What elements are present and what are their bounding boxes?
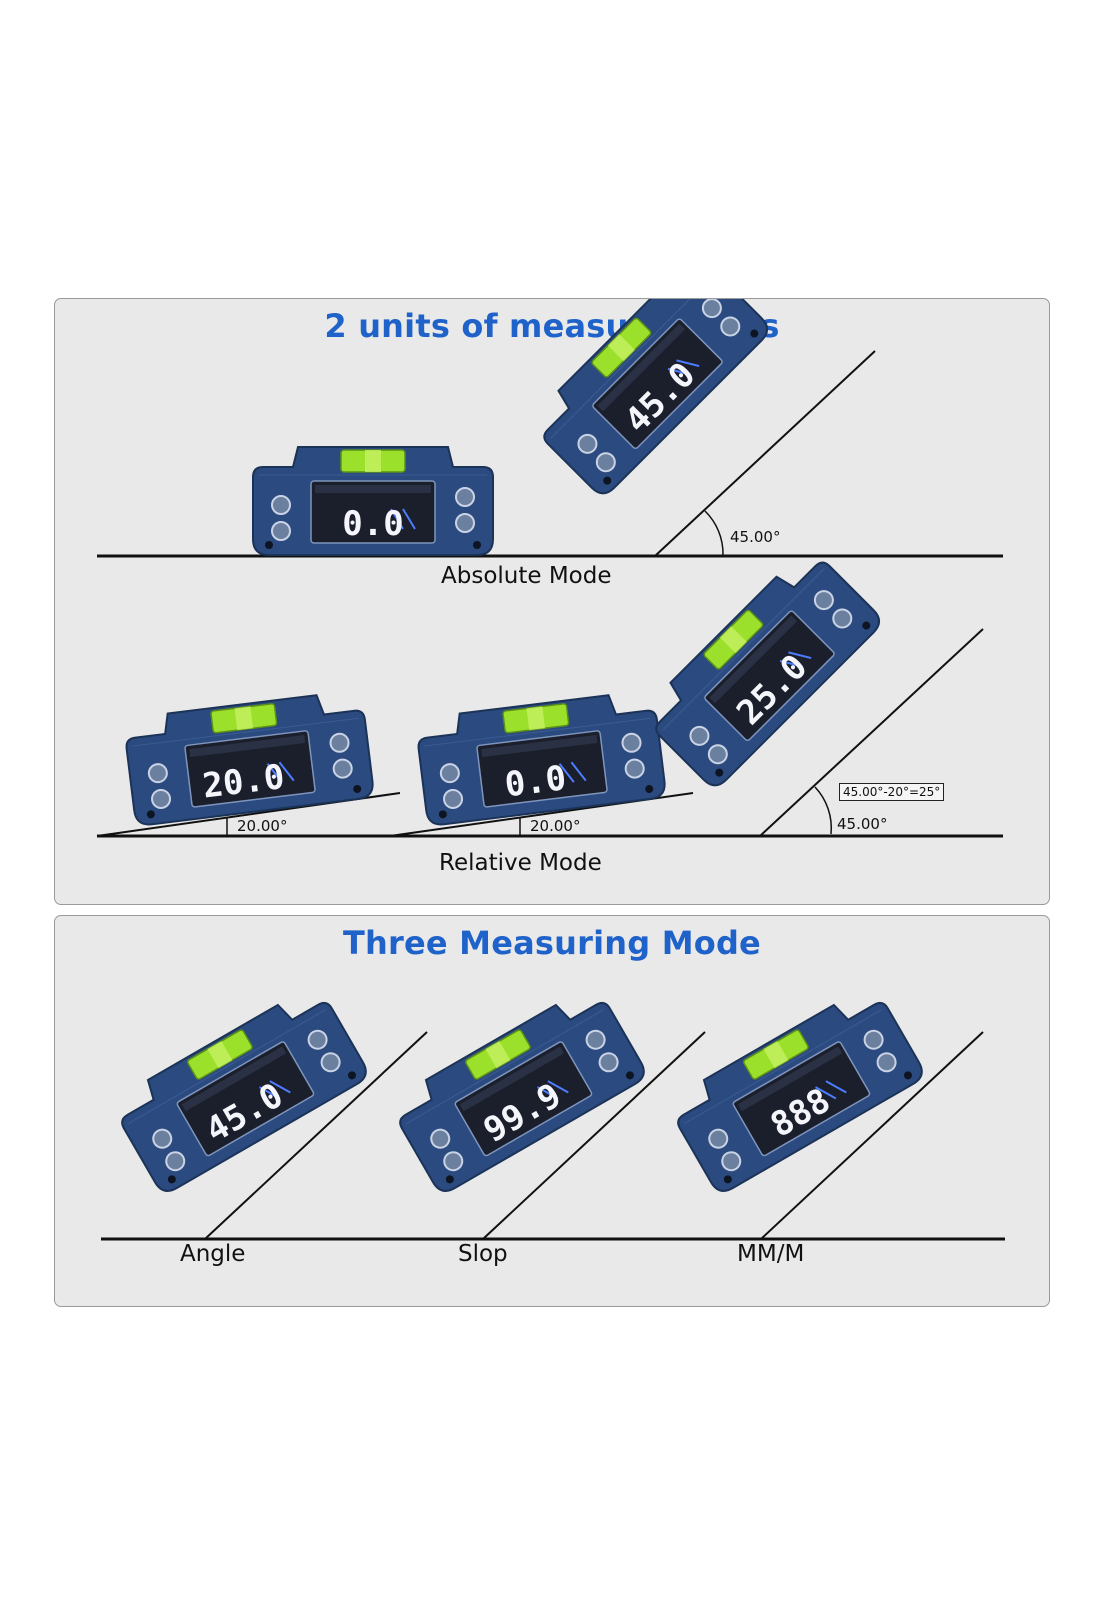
absolute-angle-arc xyxy=(704,510,724,556)
modes-illustration: 45.0 99.9 888 xyxy=(101,981,1005,1241)
relative-device-1: 20.0 xyxy=(122,688,376,828)
absolute-device-tilted: 45.0 xyxy=(525,299,774,500)
mode-label-mmm: MM/M xyxy=(737,1241,805,1267)
modes-panel: Three Measuring Mode 45.0 99.9 888 Angle… xyxy=(54,915,1050,1307)
modes-title: Three Measuring Mode xyxy=(343,924,761,962)
absolute-mode-caption: Absolute Mode xyxy=(441,563,612,589)
mode-device-slope: 99.9 xyxy=(386,981,650,1197)
absolute-angle-label: 45.00° xyxy=(730,528,781,546)
relative-mode-caption: Relative Mode xyxy=(439,850,602,876)
mode-device-mmm: 888 xyxy=(664,981,928,1197)
relative-device-1-reading: 20.0 xyxy=(200,757,286,807)
relative-angle-label-2: 20.00° xyxy=(530,817,581,835)
units-illustration: 0.0 45.0 20.0 0.0 xyxy=(96,299,1003,838)
mode-label-angle: Angle xyxy=(180,1241,246,1267)
absolute-device-level-reading: 0.0 xyxy=(342,504,403,544)
relative-formula: 45.00°-20°=25° xyxy=(839,783,945,801)
relative-incline xyxy=(759,628,984,837)
units-panel: 2 units of measurements 0.0 45.0 xyxy=(54,298,1050,905)
relative-device-2: 0.0 xyxy=(414,688,668,828)
relative-device-2-reading: 0.0 xyxy=(503,758,569,805)
mode-label-slope: Slop xyxy=(458,1241,508,1267)
absolute-device-level: 0.0 xyxy=(252,446,494,556)
absolute-incline xyxy=(654,350,876,557)
relative-angle-label-1: 20.00° xyxy=(237,817,288,835)
relative-angle-label-3: 45.00° xyxy=(837,815,888,833)
mode-device-angle: 45.0 xyxy=(108,981,372,1197)
